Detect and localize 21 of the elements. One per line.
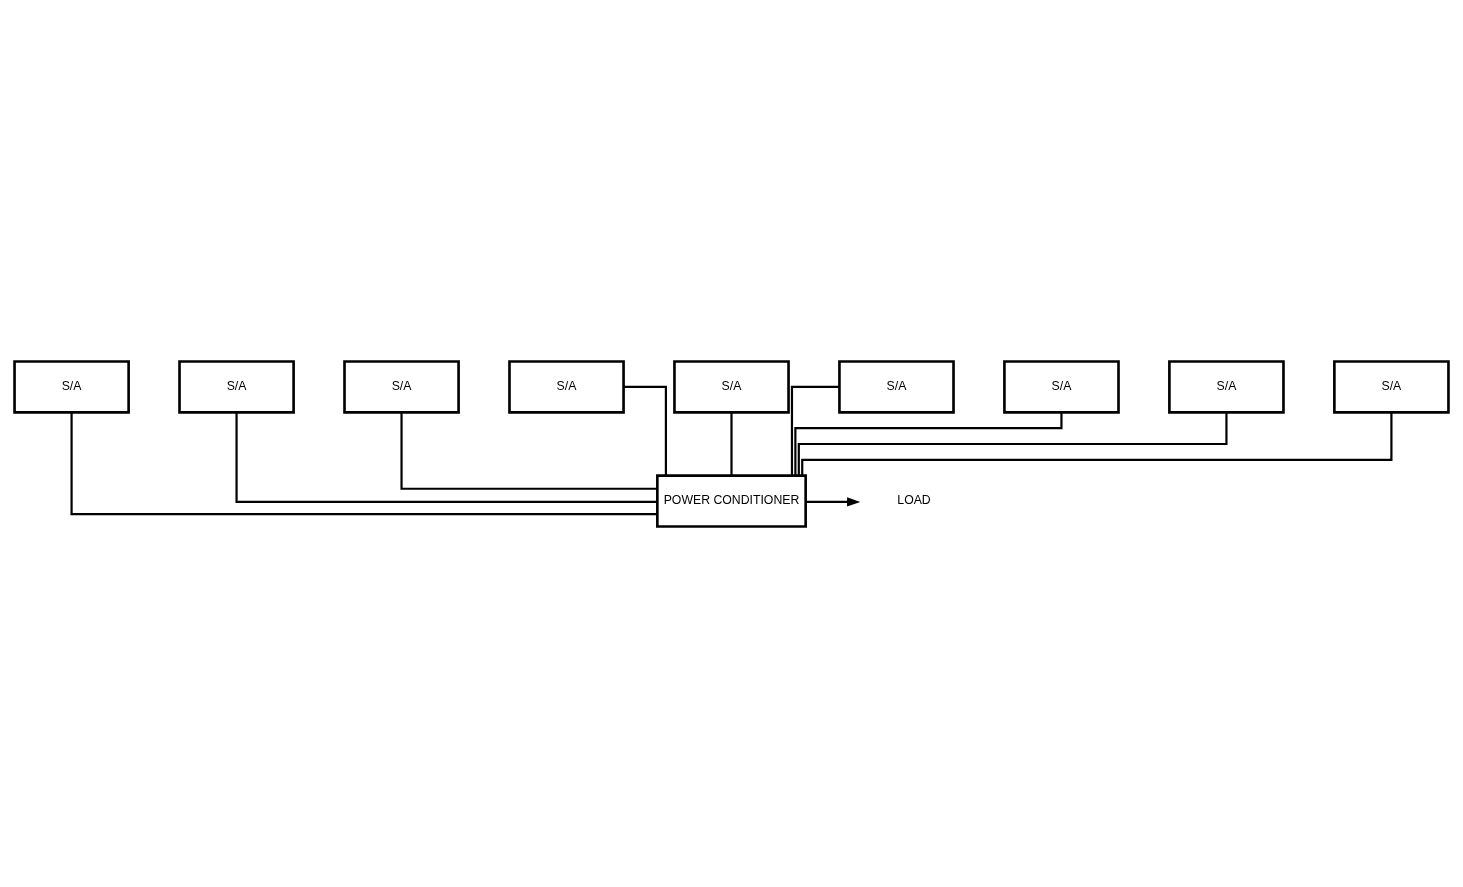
node-text: LOAD <box>897 492 931 507</box>
connector <box>400 412 658 490</box>
connector <box>70 412 658 515</box>
connector <box>794 412 1063 476</box>
connector <box>730 412 733 475</box>
node-box: S/A <box>673 359 790 414</box>
node-box: S/A <box>343 359 460 414</box>
connector <box>623 385 667 475</box>
node-box: S/A <box>1333 359 1450 414</box>
connector <box>235 411 658 503</box>
connector <box>801 411 1393 475</box>
node-box: S/A <box>1168 359 1285 414</box>
node-box: S/A <box>508 359 625 414</box>
node-box: S/A <box>13 359 130 414</box>
node-box: POWER CONDITIONER <box>656 473 807 528</box>
node-box: S/A <box>838 359 955 414</box>
node-box: S/A <box>178 359 295 414</box>
connector <box>797 412 1228 475</box>
arrow <box>805 496 861 507</box>
node-box: S/A <box>1003 359 1120 414</box>
connector <box>790 385 840 475</box>
